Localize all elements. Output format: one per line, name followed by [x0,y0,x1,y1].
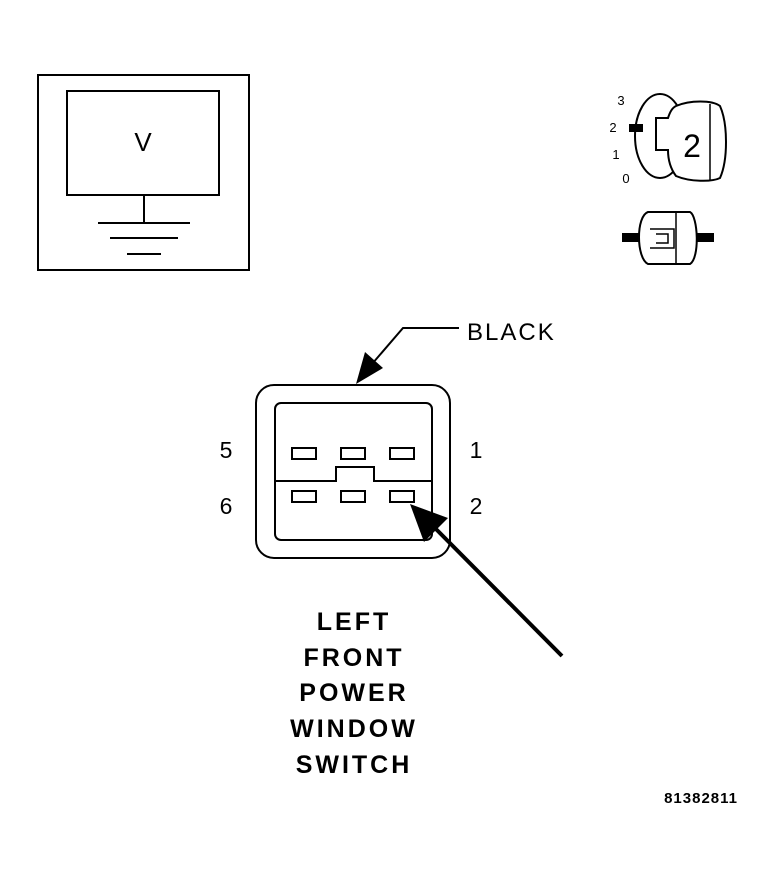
plug-lead-right [696,233,714,242]
component-label-line-1: LEFT [317,608,392,636]
color-callout-arrowhead [356,352,383,384]
voltmeter-symbol [37,74,250,271]
pin-label-6: 6 [220,493,233,519]
connector-color-label: BLACK [467,319,556,346]
ignition-position-1: 1 [612,147,619,162]
cavity-5 [291,447,317,460]
cavity-3 [340,490,366,503]
pin-label-2: 2 [470,493,483,519]
ignition-key-icon [634,93,727,182]
ignition-key-position: 2 [683,128,701,164]
ignition-position-0: 0 [622,171,629,186]
pin-label-1: 1 [470,437,483,463]
figure-id: 81382811 [664,790,738,807]
component-pointer-line [426,519,564,658]
voltmeter-frame [37,74,250,271]
connector-inner-body [274,402,433,541]
cavity-1 [389,447,415,460]
key-head [655,100,727,182]
component-pointer-arrowhead [410,504,448,542]
ignition-pointer [629,124,643,132]
color-callout-line [371,327,459,365]
cavity-2 [389,490,415,503]
plug-lead-left [622,233,642,242]
ignition-position-3: 3 [617,93,624,108]
cavity-4 [340,447,366,460]
connector-outer-shell [255,384,451,559]
component-label-line-4: WINDOW [290,715,418,743]
component-label-line-2: FRONT [303,644,404,672]
ignition-position-2: 2 [609,120,616,135]
component-label-line-5: SWITCH [296,751,413,779]
connector-face [255,384,451,559]
pin-label-5: 5 [220,437,233,463]
connector-key-divider [276,466,431,482]
cavity-6 [291,490,317,503]
plug-socket [650,228,675,249]
component-label-line-3: POWER [299,679,408,707]
voltmeter-label: V [134,127,152,157]
connector-plug-icon [622,211,714,265]
